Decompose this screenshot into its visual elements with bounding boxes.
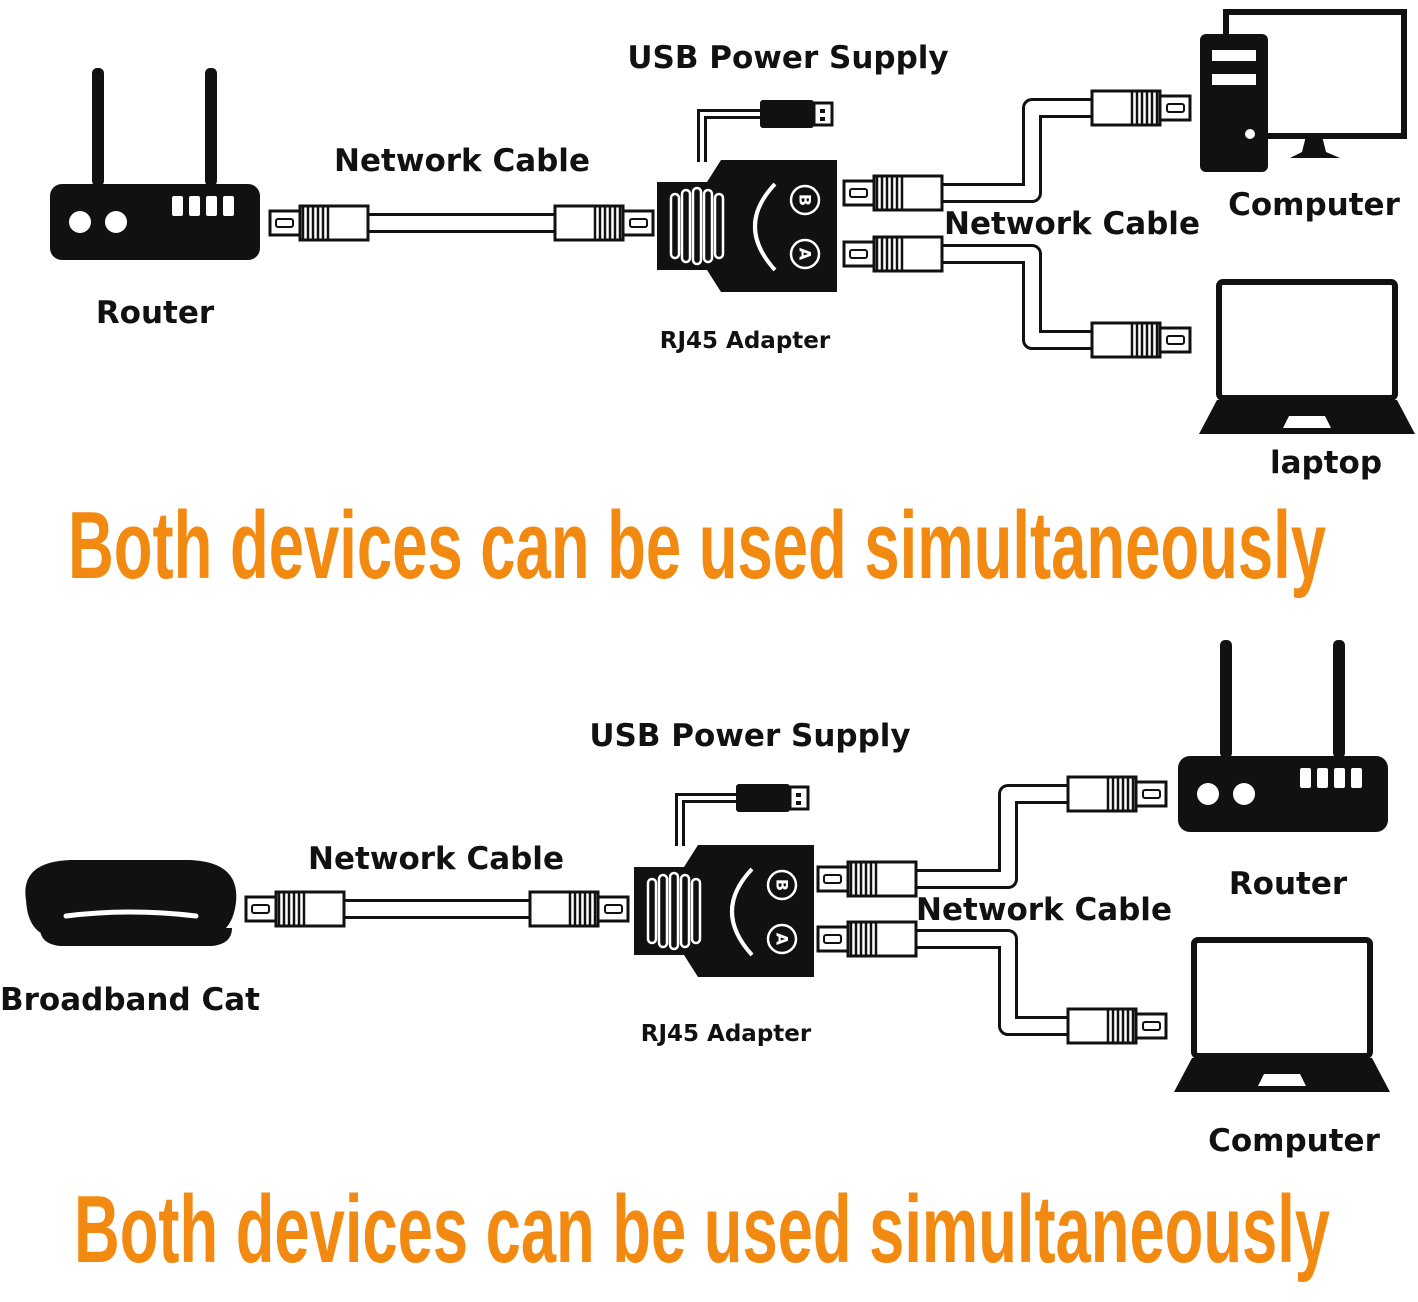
caption-top: Both devices can be used simultaneously [68,492,1326,599]
port-b-letter: B [796,194,815,206]
port-a-letter: A [796,248,815,261]
top-diagram: Router Network Cable USB Power Supply B … [50,9,1415,481]
device-b-label: Router [1229,866,1348,902]
source-label: Router [96,295,215,331]
output-cable-a [818,922,1168,1045]
device-a-label: laptop [1270,445,1382,481]
router-icon [50,68,260,260]
usb-plug-icon [758,98,834,130]
device-b-label: Computer [1228,187,1400,223]
port-b-letter: B [773,879,792,891]
desktop-computer-icon [1200,9,1407,172]
output-cable-b [844,89,1192,210]
adapter-label: RJ45 Adapter [641,1021,812,1047]
source-label: Broadband Cat [0,982,260,1018]
usb-power-cable [675,782,810,846]
rj45-adapter: B A [632,843,816,979]
inbound-cable-label: Network Cable [308,841,564,877]
usb-label: USB Power Supply [627,40,948,76]
usb-plug-icon [734,782,810,814]
laptop-icon [1199,282,1415,434]
caption-bottom: Both devices can be used simultaneously [74,1176,1330,1283]
output-cable-a [844,237,1192,359]
inbound-network-cable [246,890,630,928]
port-a-letter: A [773,933,792,946]
outbound-cable-label: Network Cable [916,892,1172,928]
usb-label: USB Power Supply [589,718,910,754]
laptop-icon [1174,940,1390,1092]
outbound-cable-label: Network Cable [944,206,1200,242]
rj45-adapter-icon [632,843,816,979]
modem-icon [25,860,237,946]
bottom-diagram: Broadband Cat Network Cable USB Power Su… [0,640,1390,1159]
rj45-adapter: B A [655,158,839,294]
adapter-label: RJ45 Adapter [660,328,831,354]
device-a-label: Computer [1208,1123,1380,1159]
inbound-network-cable [270,204,655,242]
rj45-adapter-icon [655,158,839,294]
router-icon [1178,640,1388,832]
inbound-cable-label: Network Cable [334,143,590,179]
usb-power-cable [697,98,834,162]
output-cable-b [818,775,1168,896]
